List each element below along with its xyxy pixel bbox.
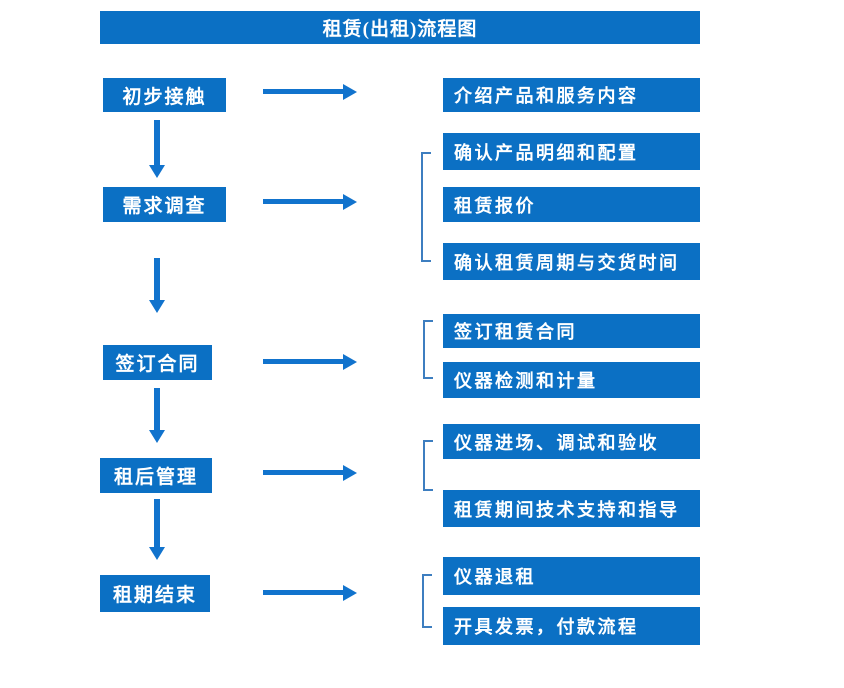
step-initial-contact: 初步接触: [103, 78, 226, 112]
step-post-rental-management: 租后管理: [100, 458, 212, 493]
arrow-head: [343, 354, 357, 370]
arrow-shaft: [263, 470, 343, 475]
detail-confirm-rental-period-delivery: 确认租赁周期与交货时间: [443, 243, 700, 280]
arrow-down-icon: [149, 499, 165, 560]
detail-rental-technical-support: 租赁期间技术支持和指导: [443, 490, 700, 527]
arrow-right-icon: [263, 585, 357, 601]
step-rental-period-end: 租期结束: [100, 575, 210, 612]
arrow-right-icon: [263, 465, 357, 481]
arrow-shaft: [263, 359, 343, 364]
detail-introduce-products-services: 介绍产品和服务内容: [443, 78, 700, 112]
arrow-shaft: [154, 388, 160, 430]
arrow-right-icon: [263, 194, 357, 210]
arrow-shaft: [154, 120, 160, 165]
arrow-head: [149, 300, 165, 313]
arrow-shaft: [263, 590, 343, 595]
arrow-down-icon: [149, 120, 165, 178]
bracket-icon: [421, 152, 431, 262]
arrow-shaft: [154, 499, 160, 547]
detail-invoice-payment-process: 开具发票，付款流程: [443, 607, 700, 645]
bracket-icon: [423, 440, 433, 491]
step-demand-survey: 需求调查: [103, 187, 226, 222]
arrow-head: [343, 84, 357, 100]
step-sign-contract: 签订合同: [103, 345, 212, 380]
arrow-down-icon: [149, 388, 165, 443]
arrow-shaft: [154, 258, 160, 300]
detail-sign-rental-contract: 签订租赁合同: [443, 314, 700, 348]
bracket-icon: [422, 574, 432, 628]
arrow-right-icon: [263, 84, 357, 100]
arrow-down-icon: [149, 258, 165, 313]
arrow-shaft: [263, 89, 343, 94]
arrow-head: [343, 465, 357, 481]
arrow-head: [149, 165, 165, 178]
detail-instrument-return: 仪器退租: [443, 557, 700, 595]
arrow-head: [343, 585, 357, 601]
arrow-head: [149, 430, 165, 443]
arrow-shaft: [263, 199, 343, 204]
arrow-head: [343, 194, 357, 210]
detail-confirm-product-specs: 确认产品明细和配置: [443, 133, 700, 170]
bracket-icon: [423, 320, 433, 379]
detail-rental-quote: 租赁报价: [443, 187, 700, 222]
detail-instrument-setup-acceptance: 仪器进场、调试和验收: [443, 424, 700, 459]
arrow-right-icon: [263, 354, 357, 370]
flowchart-title: 租赁(出租)流程图: [100, 11, 700, 44]
detail-instrument-testing-metering: 仪器检测和计量: [443, 362, 700, 398]
arrow-head: [149, 547, 165, 560]
